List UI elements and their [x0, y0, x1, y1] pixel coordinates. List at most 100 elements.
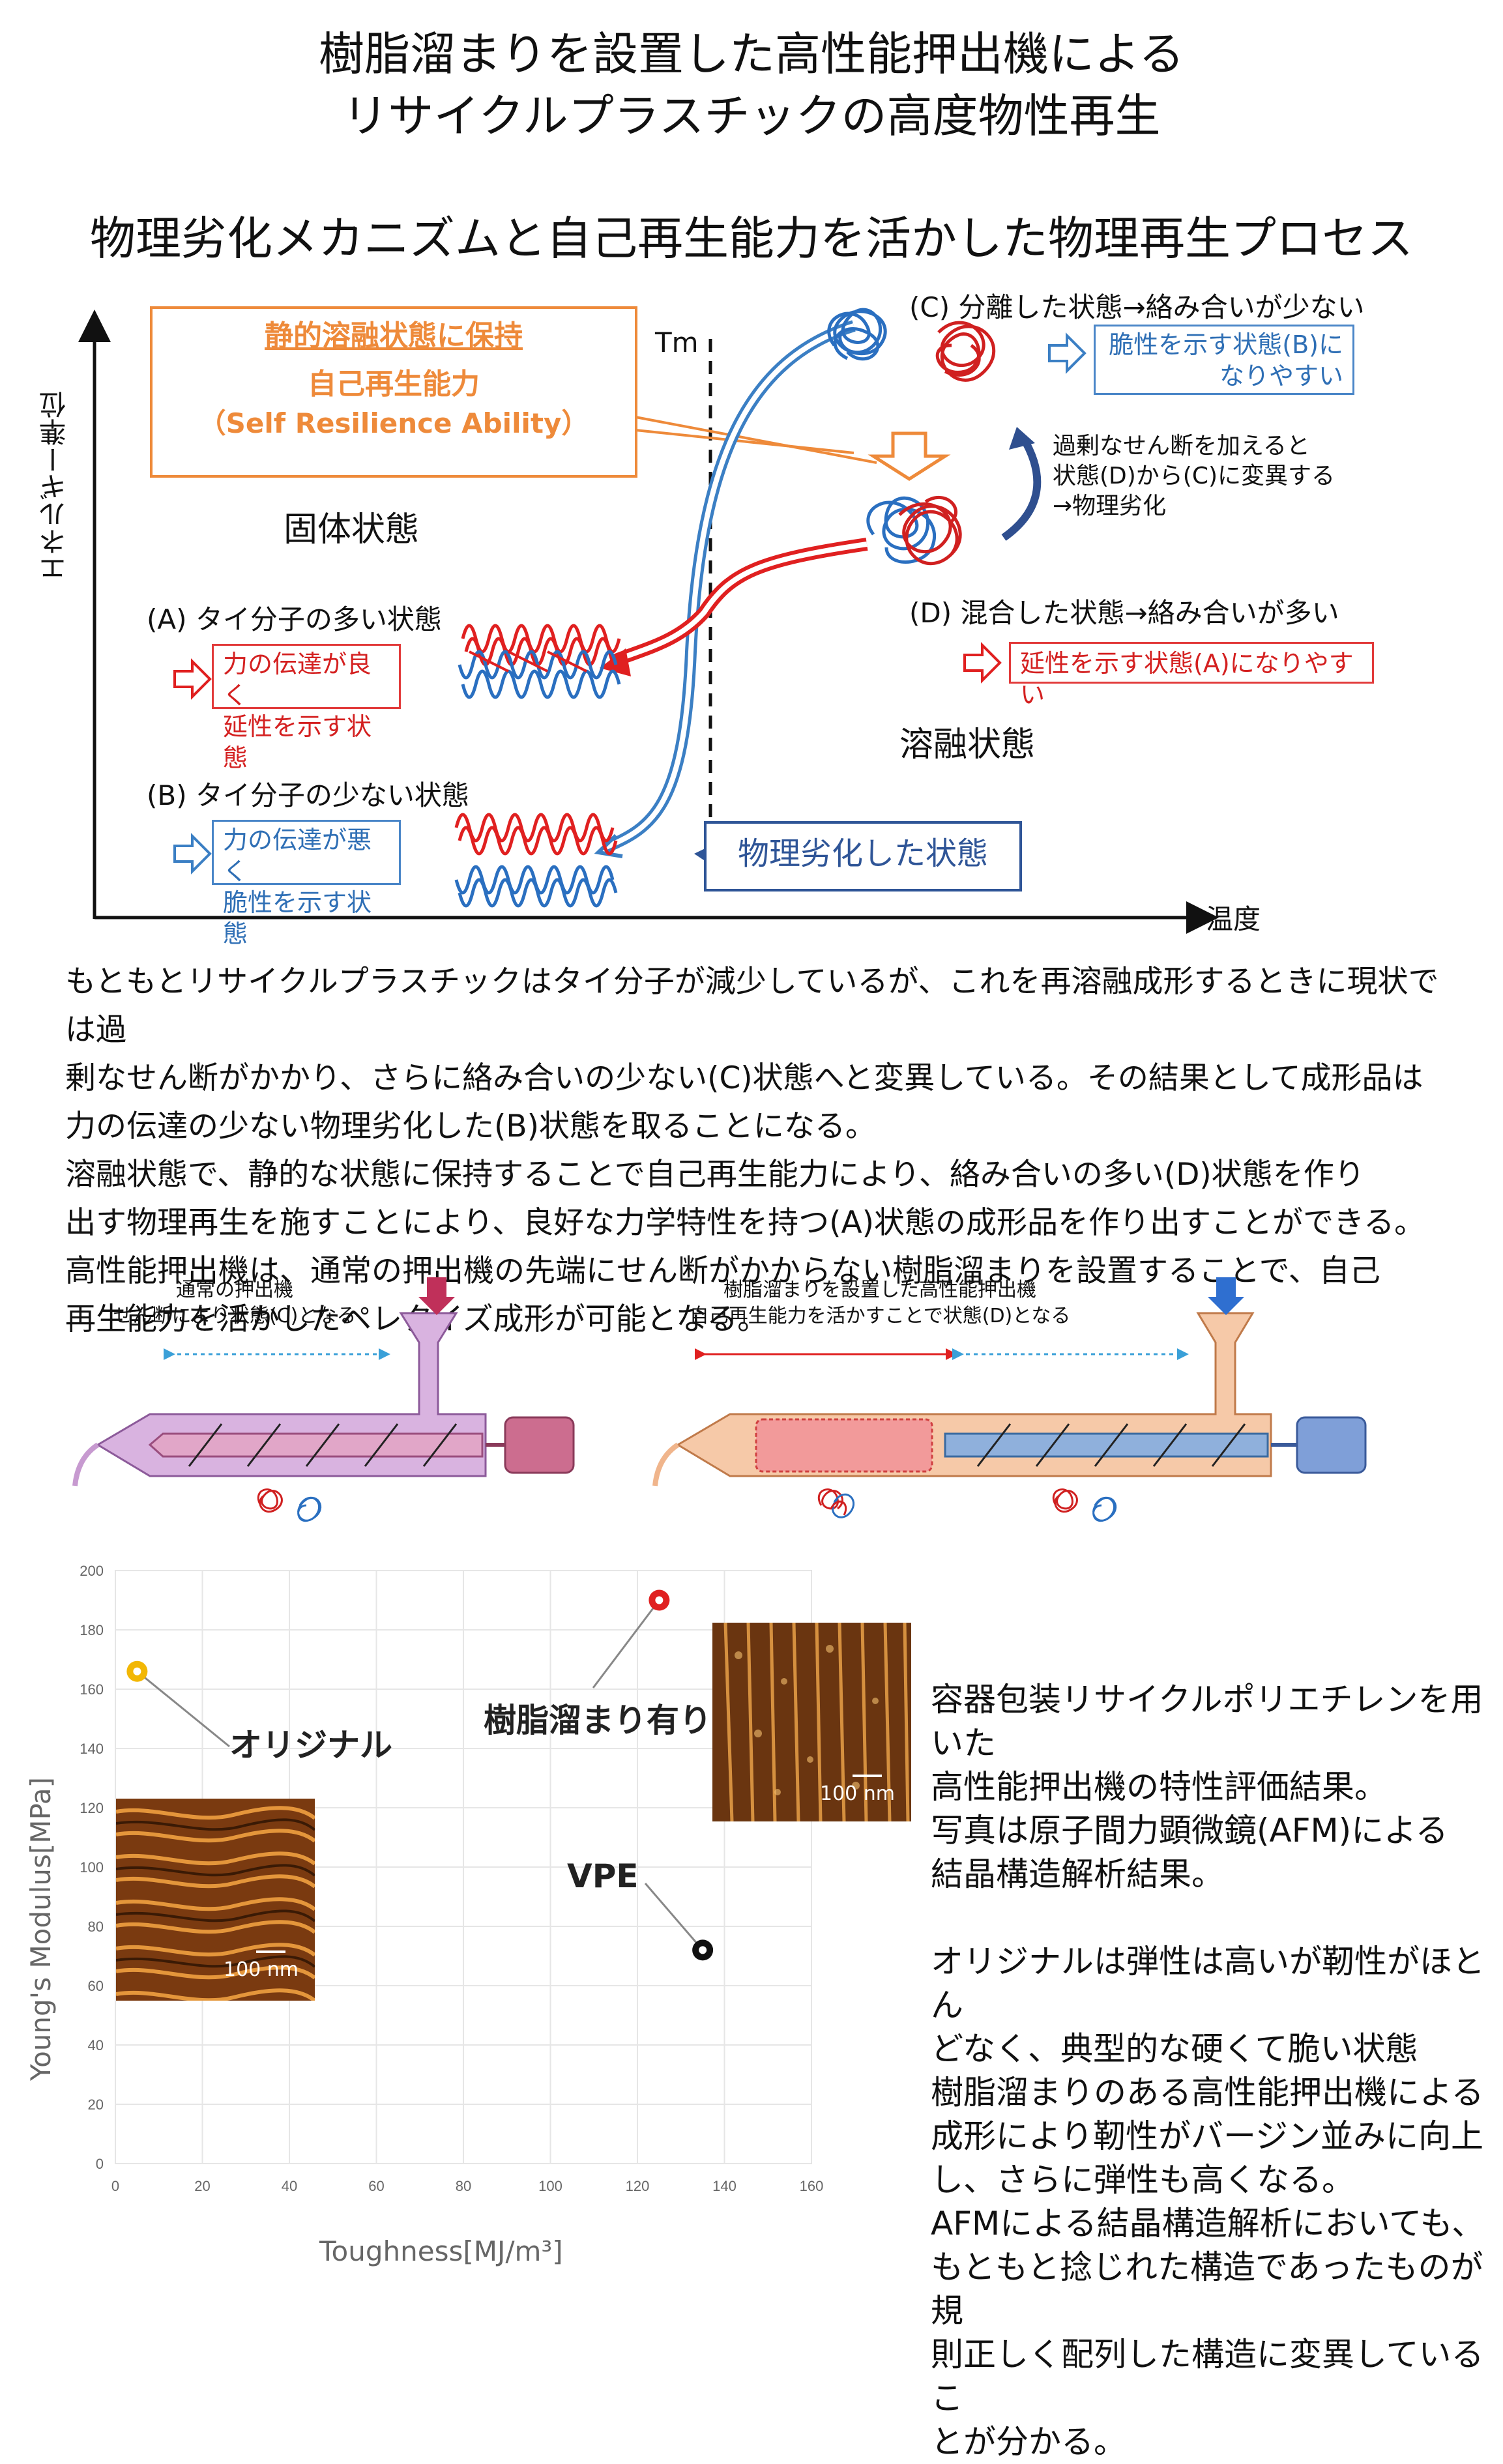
high-extruder-line1: 樹脂溜まりを設置した高性能押出機	[723, 1279, 1036, 1301]
result-caption: 容器包装リサイクルポリエチレンを用いた 高性能押出機の特性評価結果。 写真は原子…	[931, 1678, 1491, 2464]
state-c-label: (C) 分離した状態→絡み合いが少ない	[909, 291, 1365, 323]
explanation-line: 出す物理再生を施すことにより、良好な力学特性を持つ(A)状態の成形品を作り出すこ…	[65, 1205, 1425, 1241]
state-d-box: 延性を示す状態(A)になりやすい	[1009, 642, 1374, 709]
degraded-state-box: 物理劣化した状態	[704, 821, 1022, 891]
caption-spacer	[931, 1896, 1491, 1940]
afm-image-resin-pool: 100 nm	[712, 1623, 911, 1821]
afm-image-original: 100 nm	[116, 1799, 315, 2001]
x-tick-label: 120	[626, 2178, 650, 2194]
solid-state-label: 固体状態	[284, 510, 420, 549]
melt-state-label: 溶融状態	[899, 725, 1036, 764]
normal-extruder-caption: 通常の押出機 せん断により状態(C)となる	[85, 1277, 385, 1329]
caption-line: 則正しく配列した構造に変異しているこ	[931, 2336, 1484, 2417]
point-label-original: オリジナル	[229, 1726, 392, 1764]
data-point-center	[655, 1596, 664, 1604]
wave-a-icon	[458, 624, 624, 699]
arrow-b-icon	[173, 833, 212, 875]
y-tick-label: 120	[80, 1800, 104, 1816]
caption-line: 成形により靭性がバージン並みに向上	[931, 2117, 1483, 2155]
y-tick-label: 0	[96, 2156, 104, 2172]
coil-d-icon	[866, 496, 962, 566]
static-melt-label: 静的溶融状態に保持	[265, 319, 523, 353]
leader-line	[592, 1599, 660, 1689]
hopper-arrow-red-icon	[418, 1277, 455, 1315]
caption-line: 写真は原子間力顕微鏡(AFM)による	[931, 1812, 1448, 1849]
caption-line: 樹脂溜まりのある高性能押出機による	[931, 2074, 1484, 2111]
title-line-2: リサイクルプラスチックの高度物性再生	[342, 89, 1161, 143]
normal-extruder-line1: 通常の押出機	[176, 1279, 293, 1301]
self-resilience-label: 自己再生能力	[308, 368, 480, 401]
state-a-box-line2: 延性を示す状態	[223, 712, 372, 772]
wave-b-icon	[454, 813, 618, 908]
point-label-resin-pool: 樹脂溜まり有り	[484, 1702, 712, 1739]
state-c-box-line2: なりやすい	[1219, 362, 1343, 390]
y-tick-label: 60	[88, 1978, 104, 1994]
y-tick-label: 180	[80, 1622, 104, 1638]
explanation-line: もともとリサイクルプラスチックはタイ分子が減少しているが、これを再溶融成形すると…	[65, 964, 1439, 1048]
scale-bar-resin-pool: 100 nm	[820, 1782, 896, 1805]
self-resilience-en: （Self Resilience Ability）	[198, 407, 589, 439]
state-b-box-line1: 力の伝達が悪く	[223, 826, 372, 886]
shear-arrow	[1001, 435, 1042, 541]
scale-bar-original: 100 nm	[224, 1958, 299, 1981]
normal-extruder-line2: せん断により状態(C)となる	[113, 1305, 357, 1327]
y-tick-label: 80	[88, 1919, 104, 1935]
y-tick-label: 200	[80, 1563, 104, 1579]
y-tick-label: 160	[80, 1681, 104, 1698]
state-a-box-line1: 力の伝達が良く	[223, 650, 372, 710]
hopper-arrow-blue-icon	[1208, 1277, 1244, 1315]
explanation-line: 溶融状態で、静的な状態に保持することで自己再生能力により、絡み合いの多い(D)状…	[65, 1157, 1365, 1193]
y-tick-label: 40	[88, 2037, 104, 2053]
y-axis-label: エネルギー準位	[38, 391, 70, 583]
caption-line: とが分かる。	[931, 2423, 1126, 2461]
arrow-a-icon	[173, 658, 212, 700]
high-performance-extruder	[652, 1277, 1367, 1522]
caption-line: オリジナルは弾性は高いが靭性がほとん	[931, 1943, 1485, 2024]
state-d-label: (D) 混合した状態→絡み合いが多い	[909, 597, 1339, 629]
state-b-box-line2: 脆性を示す状態	[223, 888, 372, 948]
high-extruder-caption: 樹脂溜まりを設置した高性能押出機 自己再生能力を活かすことで状態(D)となる	[652, 1277, 1108, 1329]
state-c-box: 脆性を示す状態(B)に なりやすい	[1094, 325, 1354, 395]
caption-line: 容器包装リサイクルポリエチレンを用いた	[931, 1681, 1483, 1762]
y-tick-label: 20	[88, 2096, 104, 2113]
caption-line: 高性能押出機の特性評価結果。	[931, 1768, 1387, 1806]
coil-c-icon	[827, 308, 996, 382]
explanation-text: もともとリサイクルプラスチックはタイ分子が減少しているが、これを再溶融成形すると…	[65, 958, 1467, 1344]
y-axis-title: Young's Modulus[MPa]	[25, 1776, 57, 2081]
extruder-graphics	[72, 1277, 1367, 1522]
x-tick-label: 80	[456, 2178, 471, 2194]
leader-line	[644, 1883, 704, 1951]
x-tick-label: 100	[538, 2178, 562, 2194]
caption-line: もともと捻じれた構造であったものが規	[931, 2248, 1483, 2330]
shear-note-line1: 過剰なせん断を加えると	[1053, 433, 1310, 459]
y-tick-label: 140	[80, 1741, 104, 1757]
red-path	[610, 538, 868, 668]
state-b-label: (B) タイ分子の少ない状態	[147, 779, 469, 811]
title-line-1: 樹脂溜まりを設置した高性能押出機による	[319, 27, 1184, 81]
x-axis-label: 温度	[1206, 903, 1261, 935]
explanation-line: 剰なせん断がかかり、さらに絡み合いの少ない(C)状態へと変異している。その結果と…	[65, 1060, 1423, 1096]
tm-label: Tm	[655, 326, 699, 358]
y-tick-label: 100	[80, 1859, 104, 1876]
state-a-box: 力の伝達が良く 延性を示す状態	[212, 644, 401, 772]
state-b-box: 力の伝達が悪く 脆性を示す状態	[212, 820, 401, 948]
x-tick-label: 160	[800, 2178, 824, 2194]
explanation-line: 高性能押出機は、通常の押出機の先端にせん断がかからない樹脂溜まりを設置することで…	[65, 1253, 1380, 1289]
mechanism-diagram: エネルギー準位 温度 Tm 静的溶融状態に保持 自己再生能力 （Self Res…	[0, 287, 1503, 948]
caption-line: AFMによる結晶構造解析においても、	[931, 2205, 1485, 2242]
caption-line: 結晶構造解析結果。	[931, 1855, 1224, 1893]
high-extruder-line2: 自己再生能力を活かすことで状態(D)となる	[689, 1305, 1071, 1327]
data-point-center	[699, 1946, 707, 1954]
explanation-line: 力の伝達の少ない物理劣化した(B)状態を取ることになる。	[65, 1109, 876, 1144]
caption-line: し、さらに弾性も高くなる。	[931, 2161, 1354, 2199]
coil-c-small-icon	[1052, 1488, 1117, 1522]
extruder-section: 通常の押出機 せん断により状態(C)となる 樹脂溜まりを設置した高性能押出機 自…	[0, 1277, 1503, 1551]
x-tick-label: 40	[282, 2178, 297, 2194]
x-tick-label: 140	[712, 2178, 737, 2194]
shear-note-line2: 状態(D)から(C)に変異する	[1053, 463, 1335, 489]
x-axis-title: Toughness[MJ/m³]	[319, 2235, 563, 2267]
normal-extruder	[72, 1277, 575, 1522]
coil-d-small-icon	[817, 1488, 855, 1518]
self-resilience-box: 静的溶融状態に保持 自己再生能力 （Self Resilience Abilit…	[150, 306, 637, 478]
leader-line	[136, 1670, 230, 1748]
